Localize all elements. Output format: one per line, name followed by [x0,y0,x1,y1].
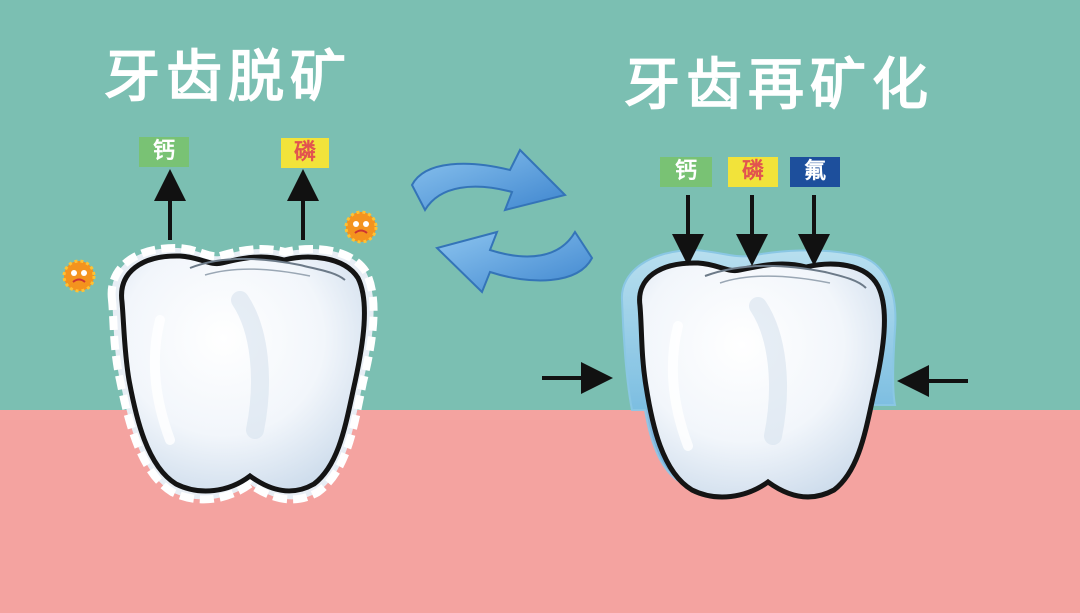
fluorine-tag-right: 氟 [790,157,840,187]
right-tooth-crown [637,260,887,500]
left-tooth [107,243,378,504]
calcium-tag-left: 钙 [139,137,189,167]
cycle-arrows-icon [410,148,594,294]
bacteria-icon [62,259,96,293]
title-remineralization: 牙齿再矿化 [624,53,934,118]
phosphorus-tag-right: 磷 [728,157,778,187]
calcium-tag-right: 钙 [660,157,712,187]
left-tooth-crown [119,253,367,494]
bacteria-icon [344,210,378,244]
right-tooth [620,248,897,500]
phosphorus-tag-left: 磷 [281,138,329,168]
title-demineralization: 牙齿脱矿 [104,45,352,110]
